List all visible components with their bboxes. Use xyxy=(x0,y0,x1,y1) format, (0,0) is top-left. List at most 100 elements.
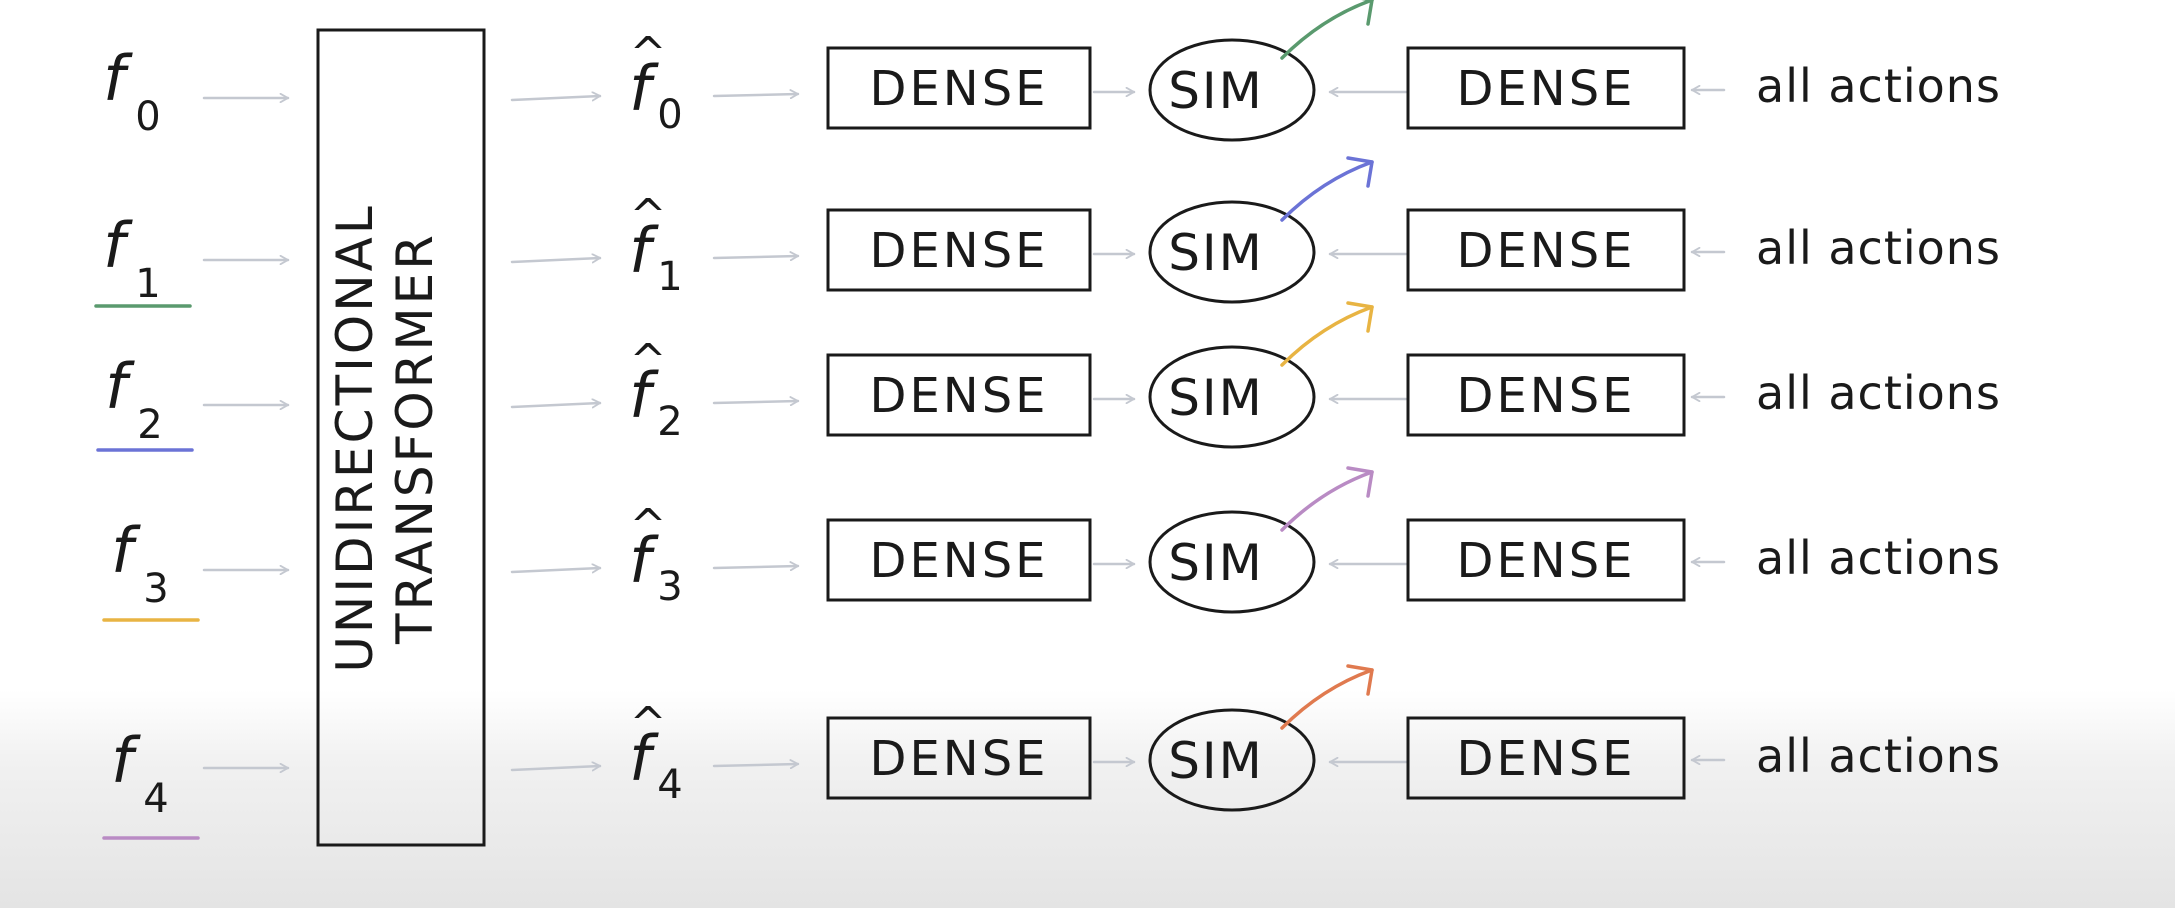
score-arrow-head xyxy=(1346,301,1374,333)
output-hat: ^ xyxy=(630,190,667,241)
score-arrow-shaft xyxy=(1280,160,1374,222)
transformer-to-output-arrow xyxy=(510,96,602,100)
dense-box-left-frame xyxy=(826,46,1092,130)
dense-box-left-frame xyxy=(826,716,1092,800)
input-base: f xyxy=(103,209,133,282)
input-subscript: 4 xyxy=(143,776,168,822)
score-arrow-head xyxy=(1346,466,1374,498)
output-subscript: 0 xyxy=(657,92,682,138)
dense-label: DENSE xyxy=(1457,731,1636,787)
transformer-to-output-arrow xyxy=(510,258,602,262)
score-arrow xyxy=(1280,466,1374,532)
input-base: f xyxy=(111,514,141,587)
score-arrow xyxy=(1280,0,1374,60)
dense-box-right-frame xyxy=(1406,46,1686,130)
output-subscript: 1 xyxy=(657,254,682,300)
score-arrow-head xyxy=(1346,664,1374,696)
dense-box-right-frame xyxy=(1406,208,1686,292)
sim-label: SIM xyxy=(1168,534,1264,592)
score-arrow-shaft xyxy=(1280,0,1374,60)
transformer-label-line1: UNIDIRECTIONAL xyxy=(326,203,384,672)
output-hat: ^ xyxy=(630,28,667,79)
dense-label: DENSE xyxy=(870,223,1049,279)
score-arrow-head xyxy=(1361,0,1374,26)
sim-ellipse xyxy=(1148,200,1316,304)
input-base: f xyxy=(111,724,141,797)
score-arrow xyxy=(1280,664,1374,730)
transformer-block: UNIDIRECTIONAL TRANSFORMER xyxy=(316,28,486,847)
action-label: all actions xyxy=(1756,729,2001,783)
input-f2: f2 xyxy=(96,350,194,452)
input-subscript: 0 xyxy=(135,94,160,140)
sim-label: SIM xyxy=(1168,224,1264,282)
input-subscript: 2 xyxy=(137,402,162,448)
score-arrow-shaft xyxy=(1280,668,1374,730)
dense-label: DENSE xyxy=(1457,368,1636,424)
input-f4: f4 xyxy=(102,724,200,840)
sim-node: SIM xyxy=(1148,510,1316,614)
output-hat: ^ xyxy=(630,335,667,386)
score-arrow-shaft xyxy=(1280,305,1374,367)
dense-label: DENSE xyxy=(870,61,1049,117)
sim-node: SIM xyxy=(1148,345,1316,449)
input-subscript: 3 xyxy=(143,566,168,612)
dense-box-right: DENSE xyxy=(1406,208,1686,292)
output-hat: ^ xyxy=(630,698,667,749)
sim-node: SIM xyxy=(1148,200,1316,304)
transformer-to-output-arrow xyxy=(510,403,602,407)
dense-box-left: DENSE xyxy=(826,716,1092,800)
output-to-dense-arrow xyxy=(712,764,800,766)
dense-label: DENSE xyxy=(1457,533,1636,589)
action-label: all actions xyxy=(1756,531,2001,585)
action-label: all actions xyxy=(1756,59,2001,113)
transformer-label-line2: TRANSFORMER xyxy=(386,232,444,645)
action-label: all actions xyxy=(1756,366,2001,420)
sim-ellipse xyxy=(1148,38,1316,142)
dense-box-left: DENSE xyxy=(826,208,1092,292)
output-subscript: 3 xyxy=(657,564,682,610)
dense-label: DENSE xyxy=(1457,223,1636,279)
dense-box-right-frame xyxy=(1406,353,1686,437)
dense-label: DENSE xyxy=(1457,61,1636,117)
dense-box-right: DENSE xyxy=(1406,518,1686,602)
sim-node: SIM xyxy=(1148,38,1316,142)
dense-box-left: DENSE xyxy=(826,518,1092,602)
sim-label: SIM xyxy=(1168,62,1264,120)
dense-box-right: DENSE xyxy=(1406,716,1686,800)
sim-ellipse xyxy=(1148,510,1316,614)
transformer-box xyxy=(316,28,486,847)
action-label: all actions xyxy=(1756,221,2001,275)
output-hat: ^ xyxy=(630,500,667,551)
sim-ellipse xyxy=(1148,345,1316,449)
output-to-dense-arrow xyxy=(712,94,800,96)
output-subscript: 4 xyxy=(657,762,682,808)
dense-box-left-frame xyxy=(826,518,1092,602)
sim-ellipse xyxy=(1148,708,1316,812)
score-arrow-head xyxy=(1346,156,1374,188)
dense-label: DENSE xyxy=(870,731,1049,787)
score-arrow-shaft xyxy=(1280,470,1374,532)
score-arrow xyxy=(1280,301,1374,367)
dense-label: DENSE xyxy=(870,368,1049,424)
sim-node: SIM xyxy=(1148,708,1316,812)
dense-box-left-frame xyxy=(826,208,1092,292)
dense-box-right: DENSE xyxy=(1406,46,1686,130)
output-subscript: 2 xyxy=(657,399,682,445)
input-base: f xyxy=(105,350,135,423)
sim-label: SIM xyxy=(1168,732,1264,790)
dense-box-right-frame xyxy=(1406,518,1686,602)
score-arrow xyxy=(1280,156,1374,222)
dense-box-right-frame xyxy=(1406,716,1686,800)
dense-box-left-frame xyxy=(826,353,1092,437)
